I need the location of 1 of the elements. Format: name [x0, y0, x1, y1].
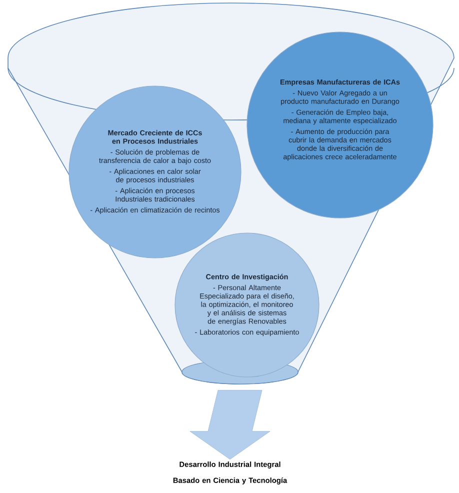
- block-arrow: [190, 390, 270, 460]
